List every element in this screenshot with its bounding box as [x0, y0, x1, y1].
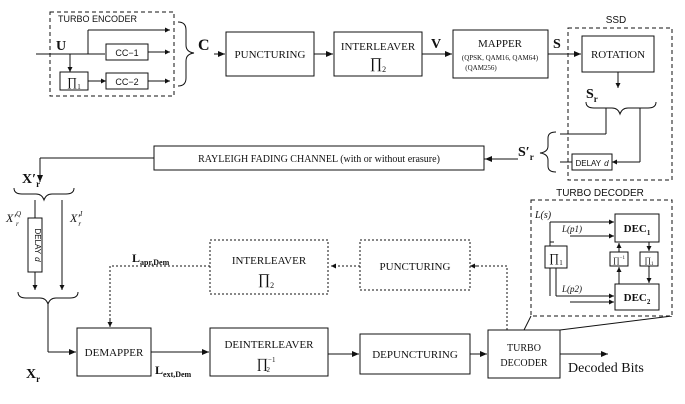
signal-lext-dem: Lext,Dem: [155, 363, 192, 379]
cc2-label: CC−2: [115, 77, 138, 87]
depuncturing-block: [359, 333, 471, 375]
feedback-puncturing-label: PUNCTURING: [380, 261, 451, 273]
dec2-label: DEC2: [624, 292, 651, 306]
rayleigh-channel-label: RAYLEIGH FADING CHANNEL (with or without…: [198, 154, 440, 165]
deinterleaver-label: DEINTERLEAVER: [224, 339, 314, 351]
cc1-label: CC−1: [115, 48, 138, 58]
sr-split-brace: [585, 101, 657, 116]
mapper-block: [452, 29, 549, 79]
feedback-interleaver-pi2: ∏2: [258, 272, 274, 290]
signal-v: V: [431, 37, 441, 52]
zoom-line-right: [559, 315, 673, 331]
signal-xr-prime: X′r: [22, 172, 40, 189]
ssd-title: SSD: [606, 15, 627, 26]
dec1-block: [614, 213, 660, 243]
feedback-interleaver-block: [209, 239, 329, 295]
depuncturing-label: DEPUNCTURING: [372, 349, 458, 361]
zoom-line-left: [523, 315, 532, 331]
rotation-block: [581, 35, 655, 73]
decoded-bits-label: Decoded Bits: [568, 361, 644, 376]
interleaver-label: INTERLEAVER: [341, 41, 416, 53]
signal-sr: Sr: [586, 87, 598, 104]
decoder-pi1-inverse-label: ∏−1: [613, 256, 625, 265]
turbo-decoder-detail: TURBO DECODER L(s) L(p1) ∏1 L(p2) DEC1 D…: [523, 188, 673, 331]
signal-xr: Xr: [26, 367, 40, 384]
puncturing-label: PUNCTURING: [235, 49, 306, 61]
dec2-block: [614, 283, 660, 311]
decoder-pi1-extrinsic-label: ∏1: [644, 256, 654, 267]
rayleigh-channel-block: [153, 145, 485, 171]
signal-lapr-dem: Lapr,Dem: [132, 251, 170, 267]
turbo-encoder-title: TURBO ENCODER: [58, 14, 138, 24]
decoder-feedback-line: [474, 265, 508, 330]
receiver-delay-label: DELAYd: [33, 228, 42, 262]
dec1-label: DEC1: [624, 223, 651, 237]
turbo-decoder-label-2: DECODER: [500, 358, 548, 369]
xr-prime-split-brace: [13, 187, 75, 202]
decoder-lp2-label: L(p2): [561, 284, 582, 294]
mapper-modulations-line1: (QPSK, QAM16, QAM64): [462, 54, 539, 62]
turbo-decoder-label-1: TURBO: [507, 343, 541, 354]
decoder-ls-label: L(s): [534, 210, 552, 221]
signal-c: C: [198, 37, 210, 54]
encoder-output-brace: [177, 21, 195, 87]
feedback-puncturing-block: [359, 239, 471, 291]
interleaver-pi2-label: ∏2: [370, 56, 386, 74]
encoder-pi1-label: ∏1: [67, 75, 81, 91]
decoder-lp1-label: L(p1): [561, 224, 582, 234]
turbo-decoder-block: [487, 329, 561, 379]
sr-prime-brace: [539, 131, 557, 173]
ssd-dashed-box: [567, 27, 673, 181]
feedback-to-demapper-line: [109, 265, 210, 326]
demapper-block: [76, 327, 152, 377]
mapper-modulations-line2: (QAM256): [465, 64, 497, 72]
feedback-path: PUNCTURING INTERLEAVER ∏2 Lapr,Dem: [107, 239, 508, 330]
deinterleaver-block: [209, 327, 329, 377]
turbo-decoder-title: TURBO DECODER: [556, 188, 644, 199]
mapper-label: MAPPER: [478, 38, 523, 50]
decoder-pi1-label: ∏1: [549, 251, 563, 267]
turbo-encoder: TURBO ENCODER U CC−1 ∏1 CC−2: [36, 11, 175, 97]
xr-merge-brace: [17, 291, 79, 306]
feedback-interleaver-label: INTERLEAVER: [232, 255, 307, 267]
rotation-label: ROTATION: [591, 49, 645, 61]
demapper-label: DEMAPPER: [85, 347, 144, 359]
signal-u: U: [56, 39, 66, 54]
signal-sr-prime: S′r: [518, 145, 534, 162]
interleaver-block: [333, 31, 423, 77]
signal-s: S: [553, 37, 561, 52]
